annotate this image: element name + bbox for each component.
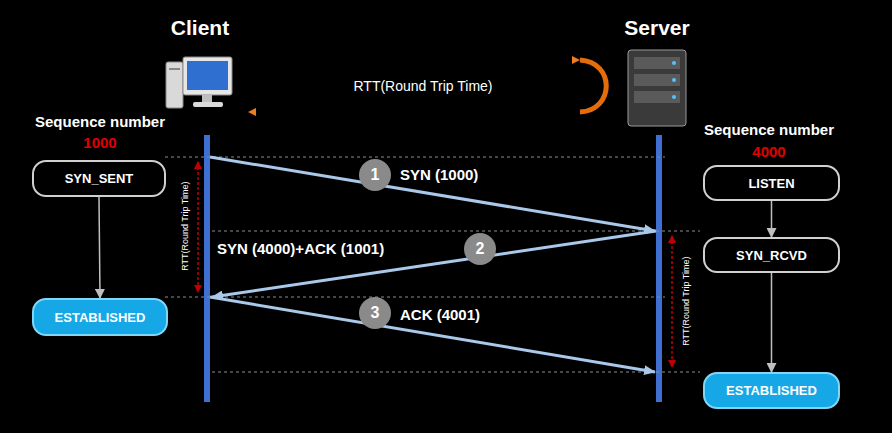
state-box: SYN_RCVD (703, 237, 840, 273)
state-box: ESTABLISHED (703, 372, 840, 409)
guide-lines (165, 157, 700, 372)
state-label: LISTEN (748, 176, 794, 191)
callout-number: 3 (359, 297, 391, 329)
rtt-label: RTT(Round Trip Time) (354, 78, 493, 94)
rtt-loop-arrow (247, 60, 606, 112)
state-transition (771, 201, 773, 237)
server-icon (628, 50, 686, 126)
client-title: Client (171, 16, 229, 40)
server-timeline (656, 135, 662, 402)
message-label: SYN (4000)+ACK (1001) (217, 240, 384, 257)
server-title: Server (624, 16, 689, 40)
state-label: SYN_RCVD (736, 248, 807, 263)
state-label: ESTABLISHED (726, 383, 817, 398)
client-icon (166, 57, 232, 108)
sequence-value: 4000 (752, 143, 785, 160)
sequence-heading: Sequence number (704, 121, 834, 138)
callout-number: 2 (464, 233, 496, 265)
callout-number: 1 (359, 159, 391, 191)
message-label: SYN (1000) (400, 166, 478, 183)
rtt-brackets (198, 162, 672, 367)
state-box: ESTABLISHED (32, 298, 168, 336)
sequence-value: 1000 (83, 134, 116, 151)
message-arrows (210, 157, 656, 372)
state-label: SYN_SENT (65, 171, 134, 186)
rtt-bracket-label: RTT(Round Trip Time) (681, 256, 691, 345)
state-transition (771, 273, 773, 372)
sequence-heading: Sequence number (35, 113, 165, 130)
message-label: ACK (4001) (400, 306, 480, 323)
state-transition (99, 197, 100, 298)
state-box: LISTEN (703, 165, 840, 201)
state-label: ESTABLISHED (55, 310, 146, 325)
client-timeline (204, 135, 210, 402)
rtt-bracket-label: RTT(Round Trip Time) (180, 181, 190, 270)
state-box: SYN_SENT (32, 160, 166, 197)
